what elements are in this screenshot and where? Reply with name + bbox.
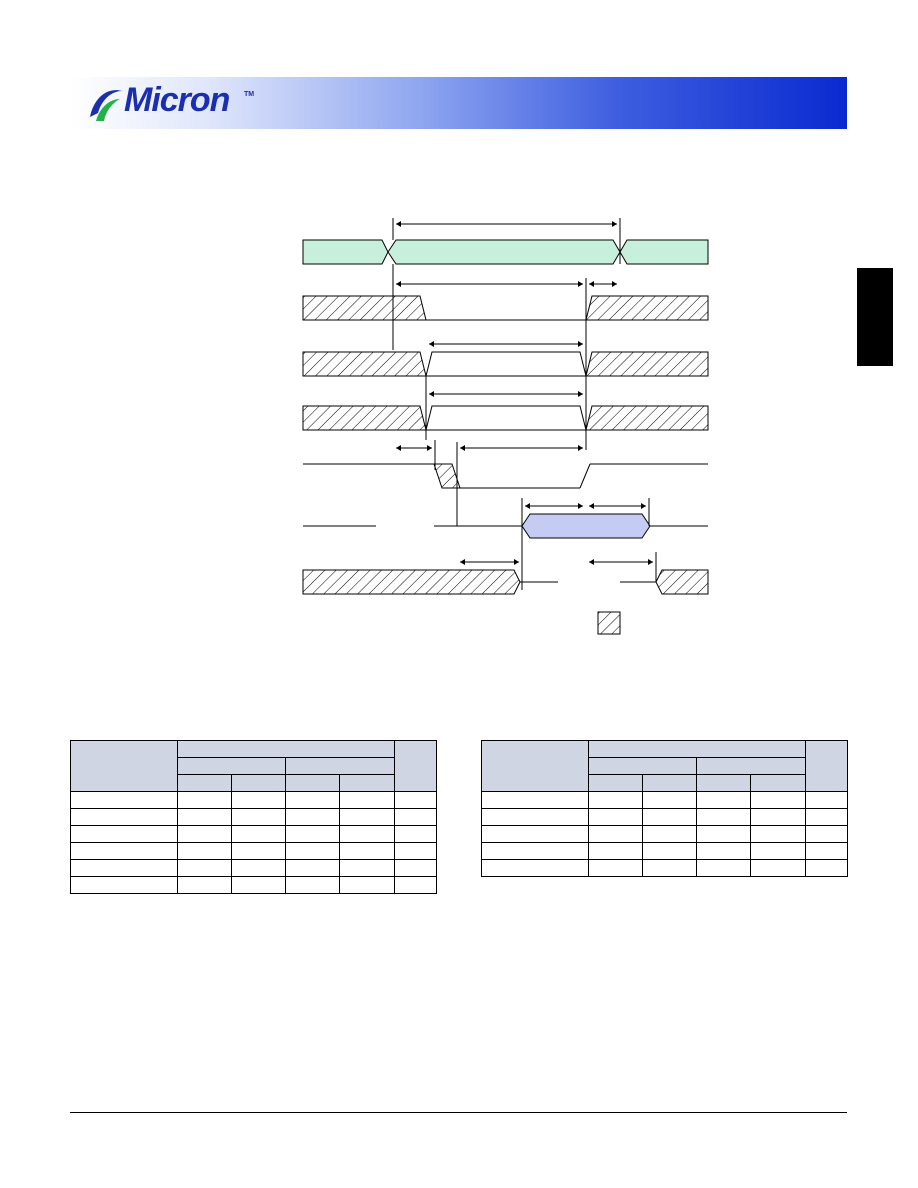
table-row	[70, 859, 438, 877]
table-header-cell	[750, 774, 806, 792]
table-header-cell	[230, 774, 287, 792]
right-timing-table	[481, 740, 849, 877]
table-row	[70, 842, 438, 860]
section-tab	[857, 268, 893, 366]
logo-trademark: TM	[244, 91, 255, 98]
read-cycle-time-arrow	[392, 218, 621, 264]
dont-care-legend-hatch-icon	[597, 611, 621, 635]
chip-enable-waveform	[302, 295, 709, 321]
output-enable-waveform	[302, 341, 709, 440]
table-header-cell	[285, 757, 395, 775]
table-header-cell	[696, 774, 752, 792]
left-timing-table	[70, 740, 438, 894]
micron-swoosh-icon	[90, 90, 122, 121]
table-row	[70, 876, 438, 894]
logo-text: Micron	[124, 81, 230, 119]
table-row	[70, 808, 438, 826]
address-waveform	[302, 239, 709, 265]
table-row	[481, 842, 849, 860]
table-header-cell	[70, 740, 178, 792]
table-header-cell	[804, 740, 849, 792]
header-bar: Micron TM	[70, 77, 847, 129]
table-row	[481, 808, 849, 826]
table-row	[481, 825, 849, 843]
footer-rule	[70, 1112, 847, 1113]
table-header-cell	[176, 774, 232, 792]
table-header-cell	[285, 774, 341, 792]
table-row	[481, 791, 849, 809]
table-header-cell	[176, 757, 287, 775]
table-header-cell	[587, 774, 643, 792]
table-row	[70, 791, 438, 809]
table-header-cell	[339, 774, 395, 792]
ce-timing-arrows	[392, 264, 617, 450]
table-header-cell	[696, 757, 806, 775]
table-header-cell	[481, 740, 589, 792]
byte-enable-waveform	[302, 391, 709, 431]
data-hold-waveform	[302, 552, 709, 595]
table-header-cell	[176, 740, 395, 758]
micron-logo: Micron TM	[84, 77, 264, 129]
table-row	[70, 825, 438, 843]
table-header-cell	[587, 757, 698, 775]
timing-diagram	[302, 218, 709, 635]
data-waveform	[303, 498, 708, 590]
write-enable-waveform	[303, 440, 708, 526]
table-row	[481, 859, 849, 877]
table-header-cell	[587, 740, 806, 758]
table-header-cell	[393, 740, 438, 792]
table-header-cell	[641, 774, 698, 792]
